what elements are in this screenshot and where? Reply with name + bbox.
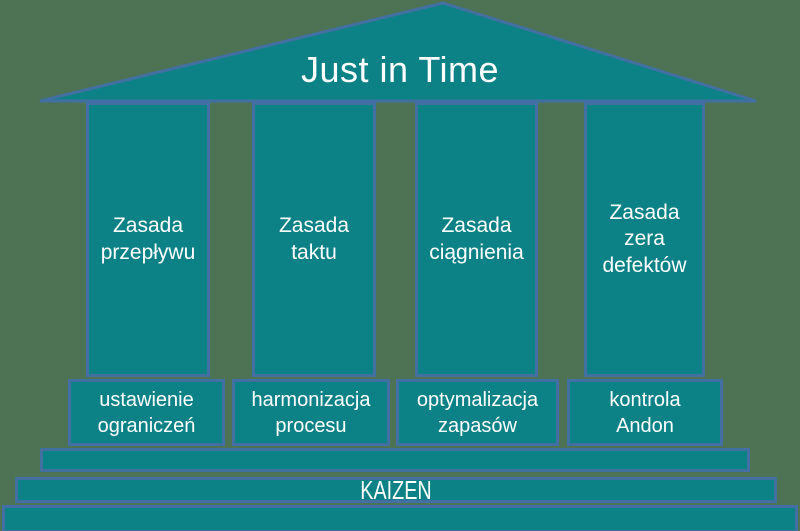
- base-step-upper: [40, 448, 750, 472]
- plinth-kontrola-andon: kontrola Andon: [567, 379, 723, 446]
- pillar-zasada-zera-defektow: Zasada zera defektów: [584, 102, 705, 377]
- plinth-harmonizacja-procesu: harmonizacja procesu: [232, 379, 390, 446]
- roof-title: Just in Time: [300, 49, 500, 90]
- pillar-zasada-ciagnienia: Zasada ciągnienia: [415, 102, 538, 377]
- base-step-lower: [2, 505, 798, 531]
- pillar-zasada-przeplywu: Zasada przepływu: [86, 102, 210, 377]
- roof-triangle: [39, 1, 757, 103]
- plinth-ustawienie-ograniczen: ustawienie ograniczeń: [68, 379, 225, 446]
- plinth-optymalizacja-zapasow: optymalizacja zapasów: [396, 379, 559, 446]
- kaizen-label: KAIZEN: [360, 474, 432, 505]
- base-kaizen-bar: KAIZEN: [15, 474, 777, 505]
- pillar-zasada-taktu: Zasada taktu: [252, 102, 376, 377]
